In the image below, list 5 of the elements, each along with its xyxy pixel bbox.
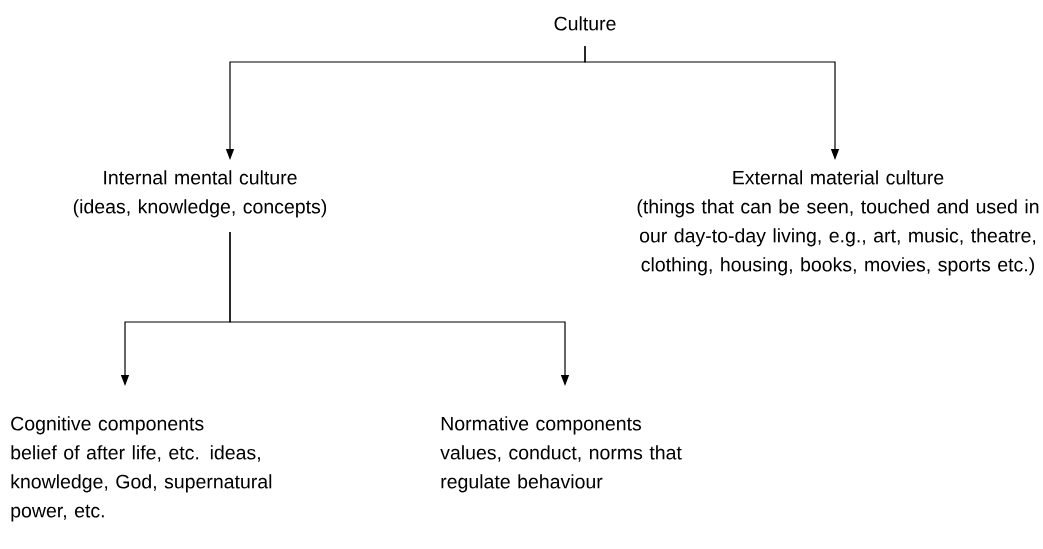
category-text: Normative components values, conduct, norms that regulate behaviour: [440, 416, 682, 493]
category-text: Cognitive components belief of after life, etc. ideas, knowledge, God, supernatural power, etc.: [11, 416, 272, 522]
category-text: Internal mental culture (ideas, knowledge, concepts): [73, 170, 327, 218]
category-text: External material culture (things that can be seen, touched and used in our day-to-day living, e.g., art, music, theatre, clothing, housing, books, movies, sports etc.): [637, 170, 1039, 276]
heading-text: Culture: [554, 16, 616, 31]
